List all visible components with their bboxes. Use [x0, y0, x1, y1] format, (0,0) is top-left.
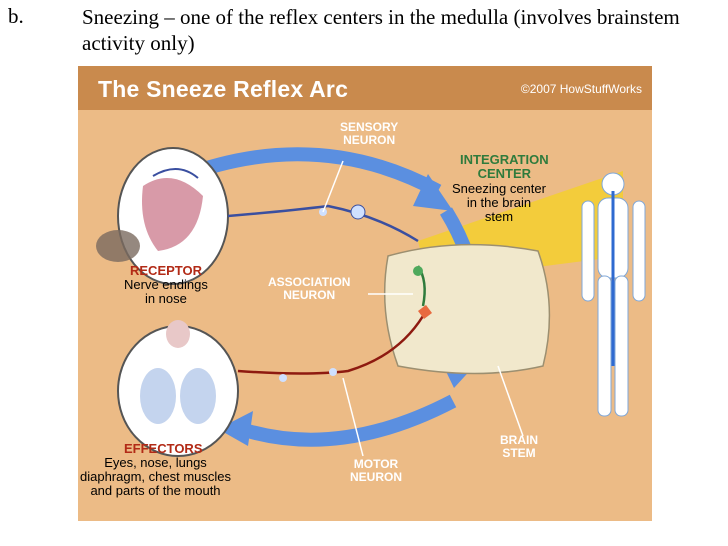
motor-node-1: [279, 374, 287, 382]
top-arrowhead: [413, 174, 453, 211]
receptor-description: Nerve endings in nose: [124, 277, 208, 306]
nose-illustration: [96, 147, 229, 285]
figure-copyright: ©2007 HowStuffWorks: [520, 82, 642, 96]
sensory-nerve: [227, 204, 419, 243]
human-body: [581, 172, 646, 417]
sensory-pointer: [322, 160, 344, 213]
torso-illustration: [117, 320, 239, 457]
receptor-heading: RECEPTOR: [130, 263, 202, 278]
effectors-description: Eyes, nose, lungs diaphragm, chest muscl…: [80, 455, 232, 498]
motor-neuron-label: MOTOR NEURON: [350, 457, 403, 484]
integration-center-description: Sneezing center in the brain stem: [452, 181, 546, 224]
integration-center-heading: INTEGRATION CENTER: [460, 152, 549, 181]
motor-node-2: [329, 368, 337, 376]
figure-title: The Sneeze Reflex Arc: [98, 76, 349, 102]
bottom-arrow: [235, 394, 457, 447]
sensory-neuron-label: SENSORY NEURON: [340, 120, 399, 147]
top-arrow: [180, 147, 442, 198]
brain-stem-label: BRAIN STEM: [500, 433, 538, 460]
association-cell-body: [413, 266, 423, 276]
list-bullet: b.: [8, 4, 24, 28]
motor-cell-body: [418, 305, 432, 319]
motor-nerve: [237, 315, 425, 375]
sneeze-reflex-figure: The Sneeze Reflex Arc ©2007 HowStuffWork…: [78, 66, 652, 521]
title-bar: [78, 66, 652, 110]
bottom-arrowhead: [218, 411, 253, 446]
brain-stem-shape: [383, 243, 551, 375]
diagram-graphics: [78, 66, 652, 457]
association-neuron-label: ASSOCIATION NEURON: [268, 275, 351, 302]
brain-stem-pointer: [497, 365, 524, 437]
motor-pointer: [342, 377, 364, 457]
bullet-text: Sneezing – one of the reflex centers in …: [82, 5, 680, 55]
effectors-heading: EFFECTORS: [124, 441, 203, 456]
sensory-cell-body: [350, 204, 366, 220]
